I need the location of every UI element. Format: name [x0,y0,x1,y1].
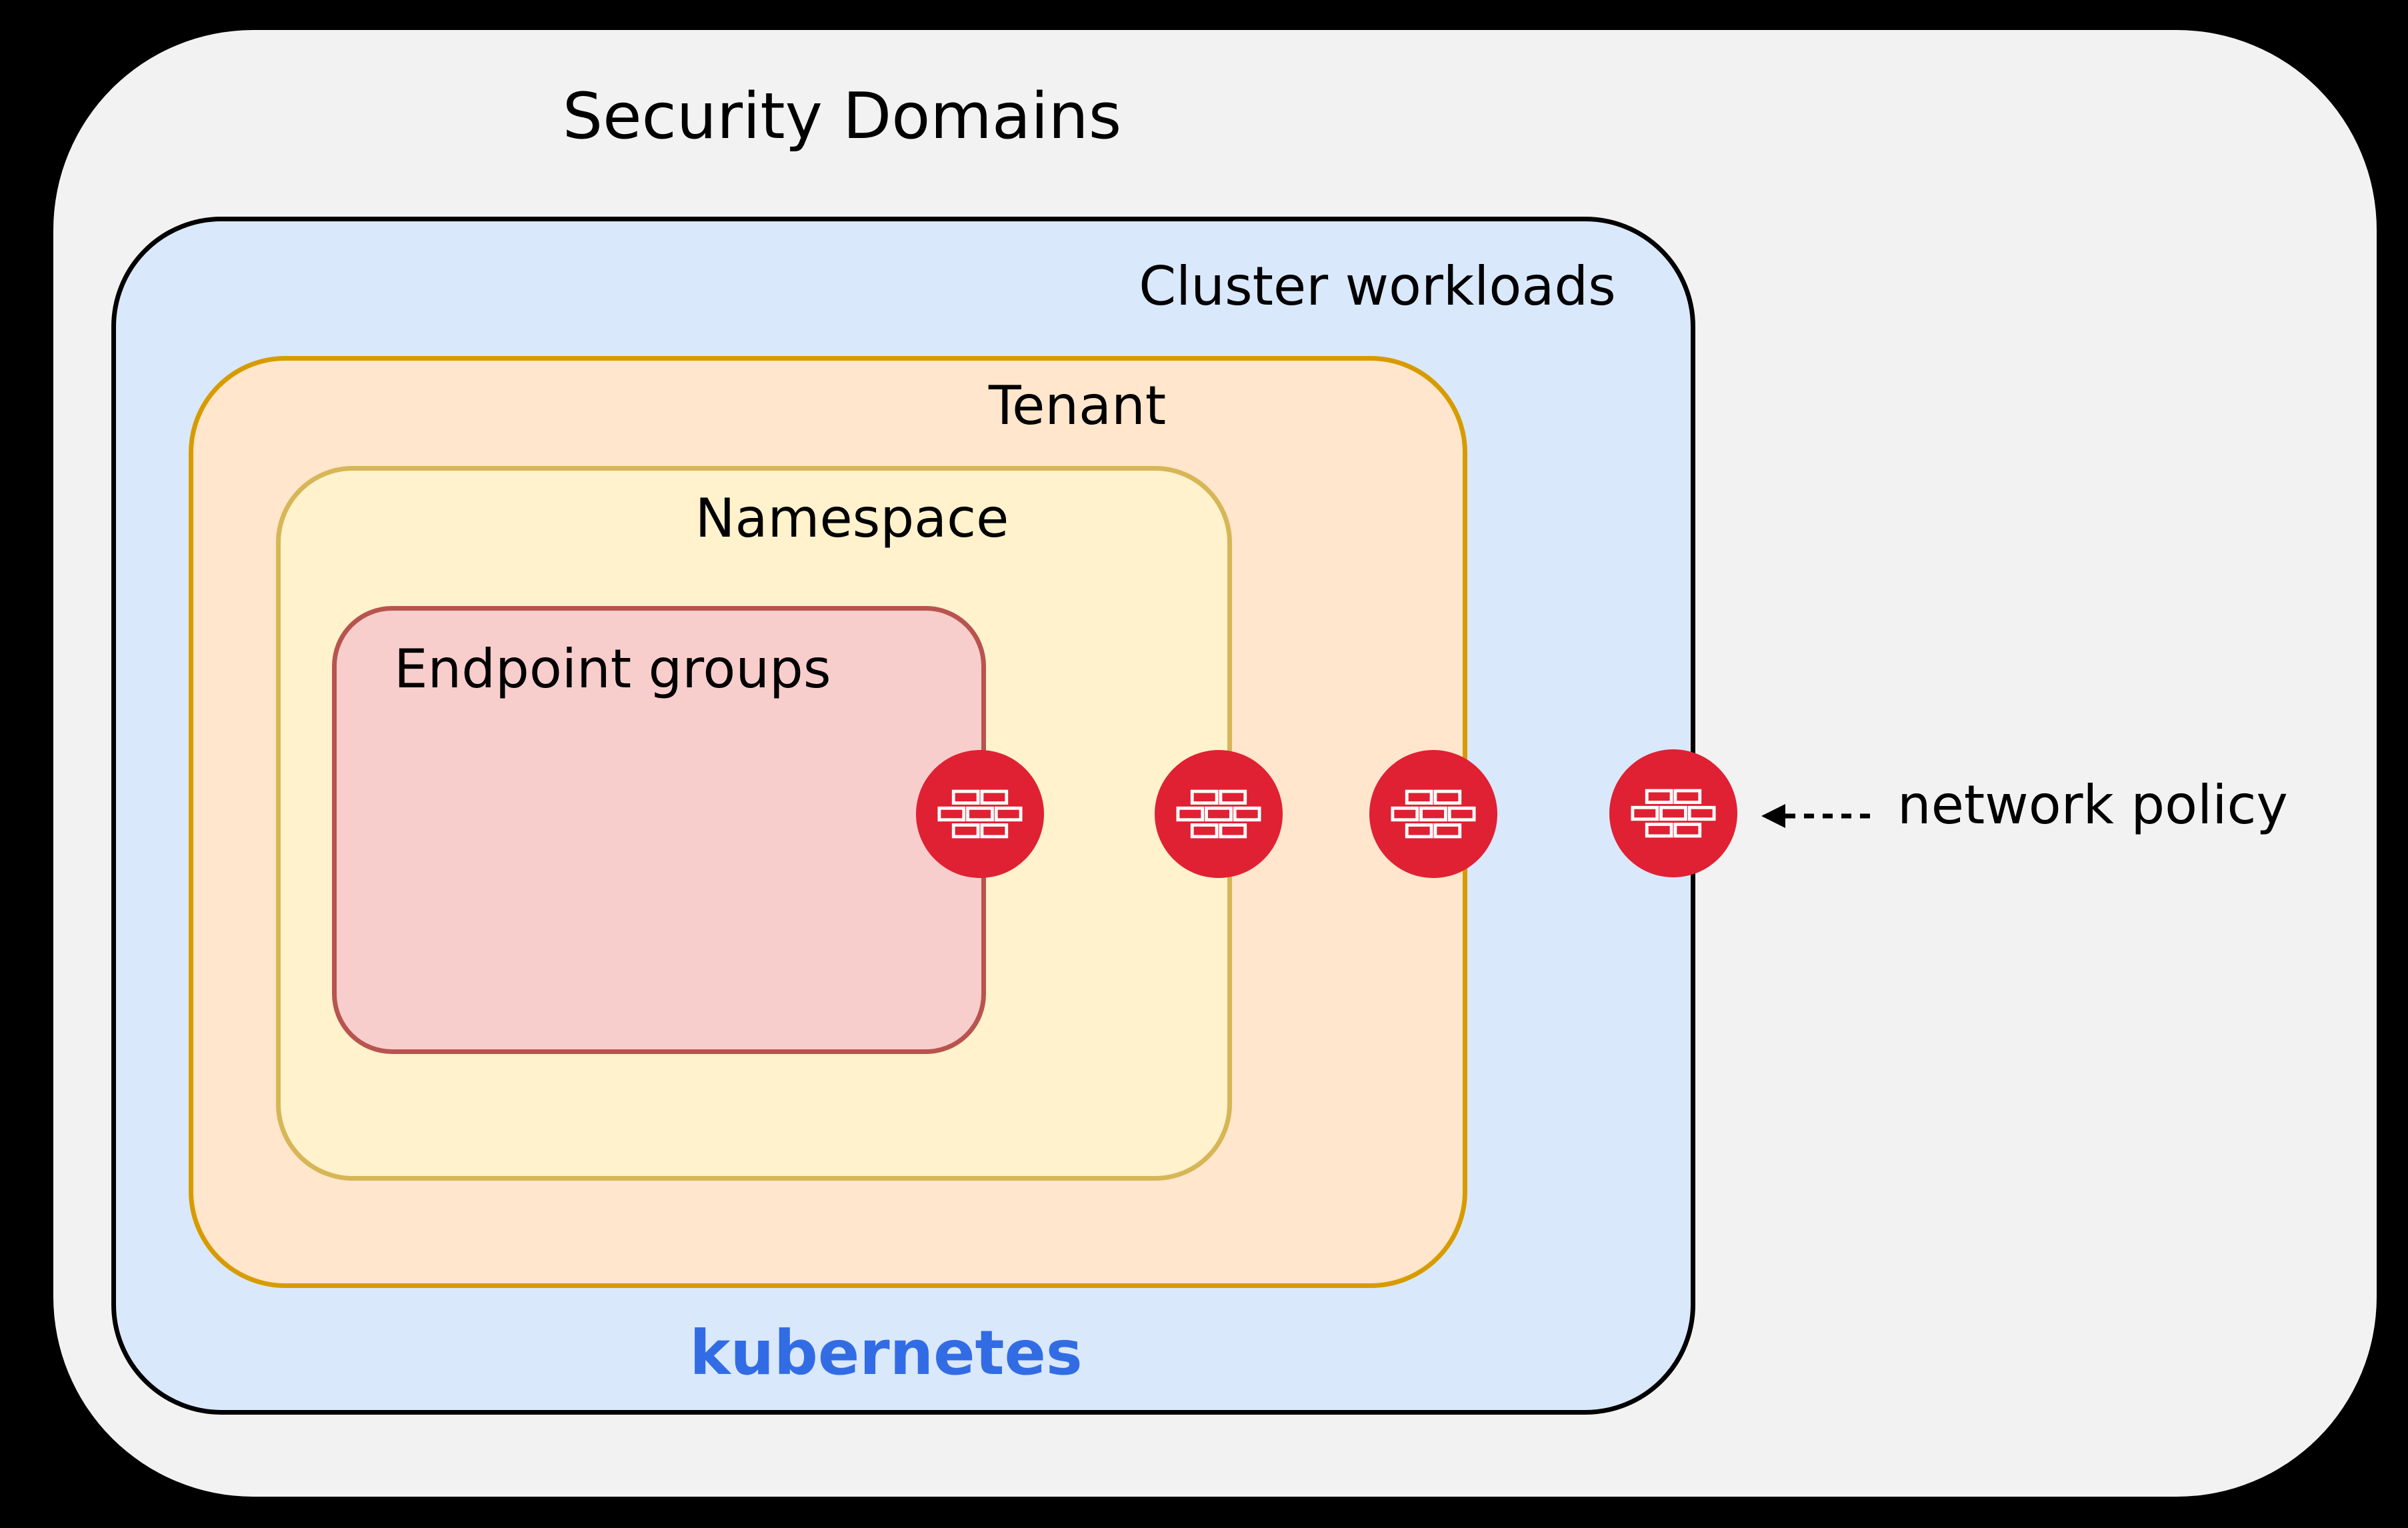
firewall-brick-icon [937,789,1023,839]
network-policy-label: network policy [1897,774,2288,836]
domain-tenant: Tenant Namespace Endpoint groups [189,356,1467,1288]
page-title: Security Domains [562,80,1122,153]
domain-namespace: Namespace Endpoint groups [276,466,1232,1181]
firewall-icon [916,750,1044,878]
domain-endpoint-groups: Endpoint groups [332,606,986,1054]
cluster-workloads-label: Cluster workloads [1139,255,1616,317]
tenant-label: Tenant [988,375,1167,437]
namespace-label: Namespace [695,487,1009,549]
network-policy-arrow-icon [1761,804,1877,828]
firewall-brick-icon [1631,789,1716,838]
firewall-icon [1609,749,1737,877]
firewall-brick-icon [1391,789,1476,839]
firewall-brick-icon [1176,789,1261,839]
kubernetes-label: kubernetes [689,1317,1083,1389]
firewall-icon [1155,750,1283,878]
firewall-icon [1369,750,1497,878]
endpoint-groups-label: Endpoint groups [394,638,831,700]
